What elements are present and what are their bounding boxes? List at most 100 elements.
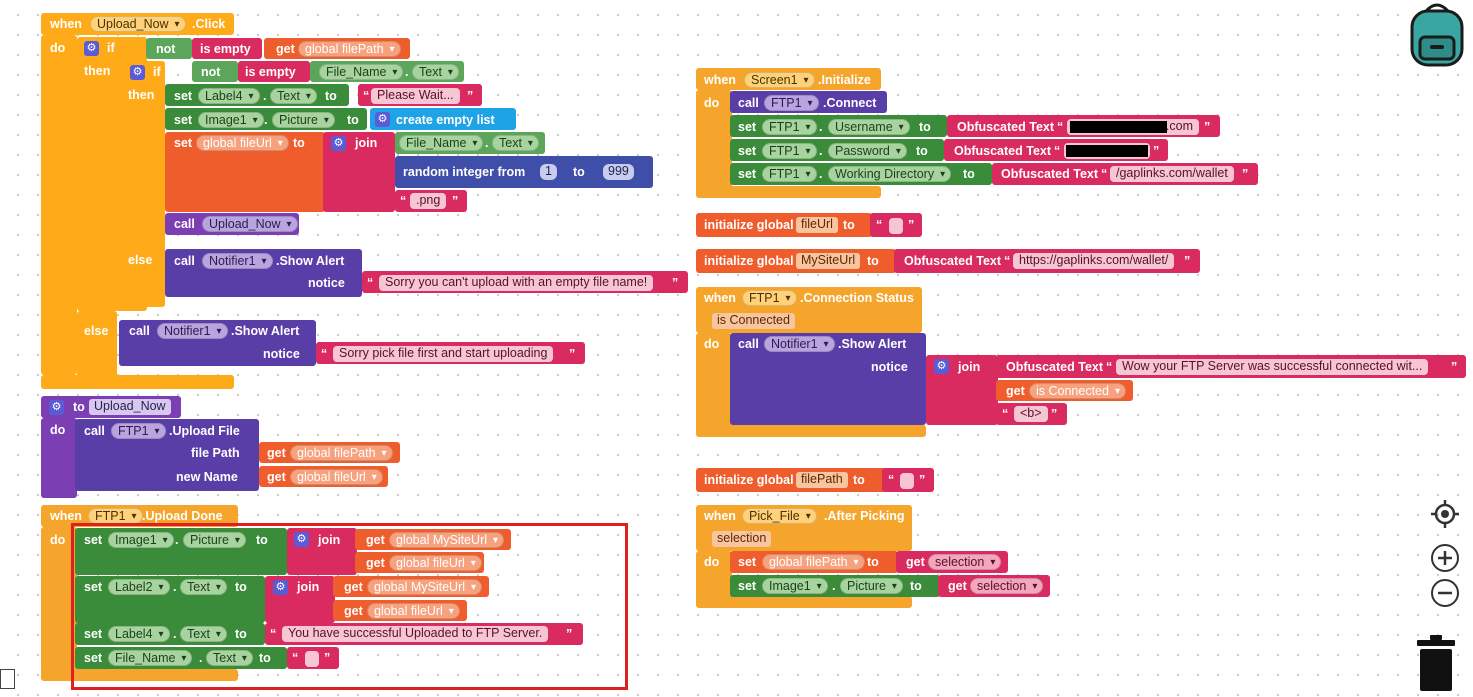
- component-dropdown[interactable]: Pick_File: [742, 508, 817, 524]
- string-field-empty[interactable]: [900, 473, 914, 489]
- property-dropdown[interactable]: Text: [180, 626, 227, 642]
- center-target-icon[interactable]: [1430, 499, 1460, 529]
- var-dropdown[interactable]: global filePath: [762, 554, 865, 570]
- component-dropdown[interactable]: FTP1: [742, 290, 797, 306]
- rand-min-field[interactable]: 1: [540, 164, 557, 180]
- component-dropdown[interactable]: FTP1: [111, 423, 166, 439]
- var-dropdown[interactable]: global fileUrl: [389, 555, 482, 571]
- component-dropdown[interactable]: File_Name: [319, 64, 404, 80]
- string-field[interactable]: Sorry pick file first and start uploadin…: [333, 346, 554, 362]
- string-field-empty[interactable]: [305, 651, 319, 667]
- property-dropdown[interactable]: Text: [206, 650, 253, 666]
- dot: .: [175, 533, 179, 547]
- kw-to: to: [347, 113, 359, 127]
- trash-icon[interactable]: [1414, 633, 1458, 693]
- gear-icon[interactable]: ⚙: [294, 532, 309, 547]
- quote-close: ”: [908, 218, 915, 232]
- component-dropdown[interactable]: FTP1: [88, 508, 143, 524]
- zoom-out-icon[interactable]: [1430, 578, 1460, 608]
- zoom-in-icon[interactable]: [1430, 543, 1460, 573]
- event-name: .Upload Done: [142, 509, 223, 523]
- var-dropdown[interactable]: global filePath: [298, 41, 401, 57]
- gear-icon[interactable]: ⚙: [130, 65, 145, 80]
- property-dropdown[interactable]: Username: [828, 119, 910, 135]
- property-dropdown[interactable]: Text: [270, 88, 317, 104]
- component-dropdown[interactable]: Upload_Now: [90, 16, 186, 32]
- property-dropdown[interactable]: Working Directory: [828, 166, 952, 182]
- var-dropdown[interactable]: global fileUrl: [367, 603, 460, 619]
- string-field[interactable]: <b>: [1014, 406, 1048, 422]
- procedure-name-field[interactable]: Upload_Now: [89, 399, 171, 415]
- quote-close: ”: [1242, 167, 1249, 181]
- component-dropdown[interactable]: Screen1: [744, 72, 815, 88]
- var-name-field[interactable]: MySiteUrl: [796, 253, 861, 269]
- gear-icon[interactable]: ⚙: [375, 112, 390, 127]
- component-dropdown[interactable]: Label2: [108, 579, 170, 595]
- var-name-field[interactable]: fileUrl: [796, 217, 838, 233]
- property-dropdown[interactable]: Text: [492, 135, 539, 151]
- event-param[interactable]: is Connected: [712, 313, 795, 329]
- var-dropdown[interactable]: global fileUrl: [196, 135, 289, 151]
- kw-to: to: [910, 579, 922, 593]
- var-dropdown[interactable]: global MySiteUrl: [389, 532, 505, 548]
- component-dropdown[interactable]: FTP1: [762, 166, 817, 182]
- obfuscated-text-label: Obfuscated Text: [904, 254, 1002, 268]
- component-dropdown[interactable]: Notifier1: [157, 323, 228, 339]
- string-field[interactable]: https://gaplinks.com/wallet/: [1013, 253, 1175, 269]
- property-dropdown[interactable]: Text: [412, 64, 459, 80]
- param-dropdown[interactable]: selection: [970, 578, 1044, 594]
- component-dropdown[interactable]: FTP1: [762, 143, 817, 159]
- var-dropdown[interactable]: global MySiteUrl: [367, 579, 483, 595]
- kw-to: to: [235, 627, 247, 641]
- component-dropdown[interactable]: Notifier1: [764, 336, 835, 352]
- quote-open: “: [1101, 167, 1108, 181]
- component-dropdown[interactable]: Image1: [108, 532, 174, 548]
- dot: .: [199, 651, 203, 665]
- var-name-field[interactable]: filePath: [796, 472, 848, 488]
- kw-to: to: [259, 651, 271, 665]
- kw-else: else: [128, 253, 153, 267]
- quote-open: “: [1106, 360, 1113, 374]
- property-dropdown[interactable]: Password: [828, 143, 907, 159]
- property-dropdown[interactable]: Text: [180, 579, 227, 595]
- kw-initialize-global: initialize global: [704, 218, 794, 232]
- gear-icon[interactable]: ⚙: [331, 136, 346, 151]
- string-field[interactable]: Sorry you can't upload with an empty fil…: [379, 275, 654, 291]
- component-dropdown[interactable]: Label4: [198, 88, 260, 104]
- component-dropdown[interactable]: Label4: [108, 626, 170, 642]
- component-dropdown[interactable]: Notifier1: [202, 253, 273, 269]
- gear-icon[interactable]: ⚙: [49, 400, 64, 415]
- var-dropdown[interactable]: is Connected: [1029, 383, 1126, 399]
- kw-call: call: [129, 324, 150, 338]
- component-dropdown[interactable]: Image1: [198, 112, 264, 128]
- gear-icon[interactable]: ⚙: [273, 580, 288, 595]
- gear-icon[interactable]: ⚙: [934, 359, 949, 374]
- event-param[interactable]: selection: [712, 531, 772, 547]
- working-dir-field[interactable]: /gaplinks.com/wallet: [1110, 166, 1234, 182]
- var-dropdown[interactable]: global fileUrl: [290, 469, 383, 485]
- property-dropdown[interactable]: Picture: [183, 532, 246, 548]
- property-dropdown[interactable]: Picture: [272, 112, 335, 128]
- property-dropdown[interactable]: Picture: [840, 578, 903, 594]
- string-field[interactable]: Please Wait...: [371, 88, 460, 104]
- kw-set: set: [174, 136, 193, 150]
- component-dropdown[interactable]: FTP1: [762, 119, 817, 135]
- string-field[interactable]: .png: [410, 193, 447, 209]
- kw-set: set: [738, 555, 757, 569]
- rand-max-field[interactable]: 999: [603, 164, 634, 180]
- procedure-dropdown[interactable]: Upload_Now: [202, 216, 298, 232]
- param-dropdown[interactable]: selection: [928, 554, 1002, 570]
- component-dropdown[interactable]: File_Name: [108, 650, 193, 666]
- string-field[interactable]: Wow your FTP Server was successful conne…: [1116, 359, 1429, 375]
- backpack-icon[interactable]: [1404, 1, 1470, 67]
- obfuscated-text-label: Obfuscated Text: [1006, 360, 1104, 374]
- var-dropdown[interactable]: global filePath: [290, 445, 393, 461]
- gear-icon[interactable]: ⚙: [84, 41, 99, 56]
- event-name: .After Picking: [824, 509, 905, 523]
- component-dropdown[interactable]: Image1: [762, 578, 828, 594]
- method-name: .Show Alert: [838, 337, 907, 351]
- string-field[interactable]: You have successful Uploaded to FTP Serv…: [282, 626, 549, 642]
- component-dropdown[interactable]: FTP1: [764, 95, 819, 111]
- string-field-empty[interactable]: [889, 218, 903, 234]
- component-dropdown[interactable]: File_Name: [399, 135, 484, 151]
